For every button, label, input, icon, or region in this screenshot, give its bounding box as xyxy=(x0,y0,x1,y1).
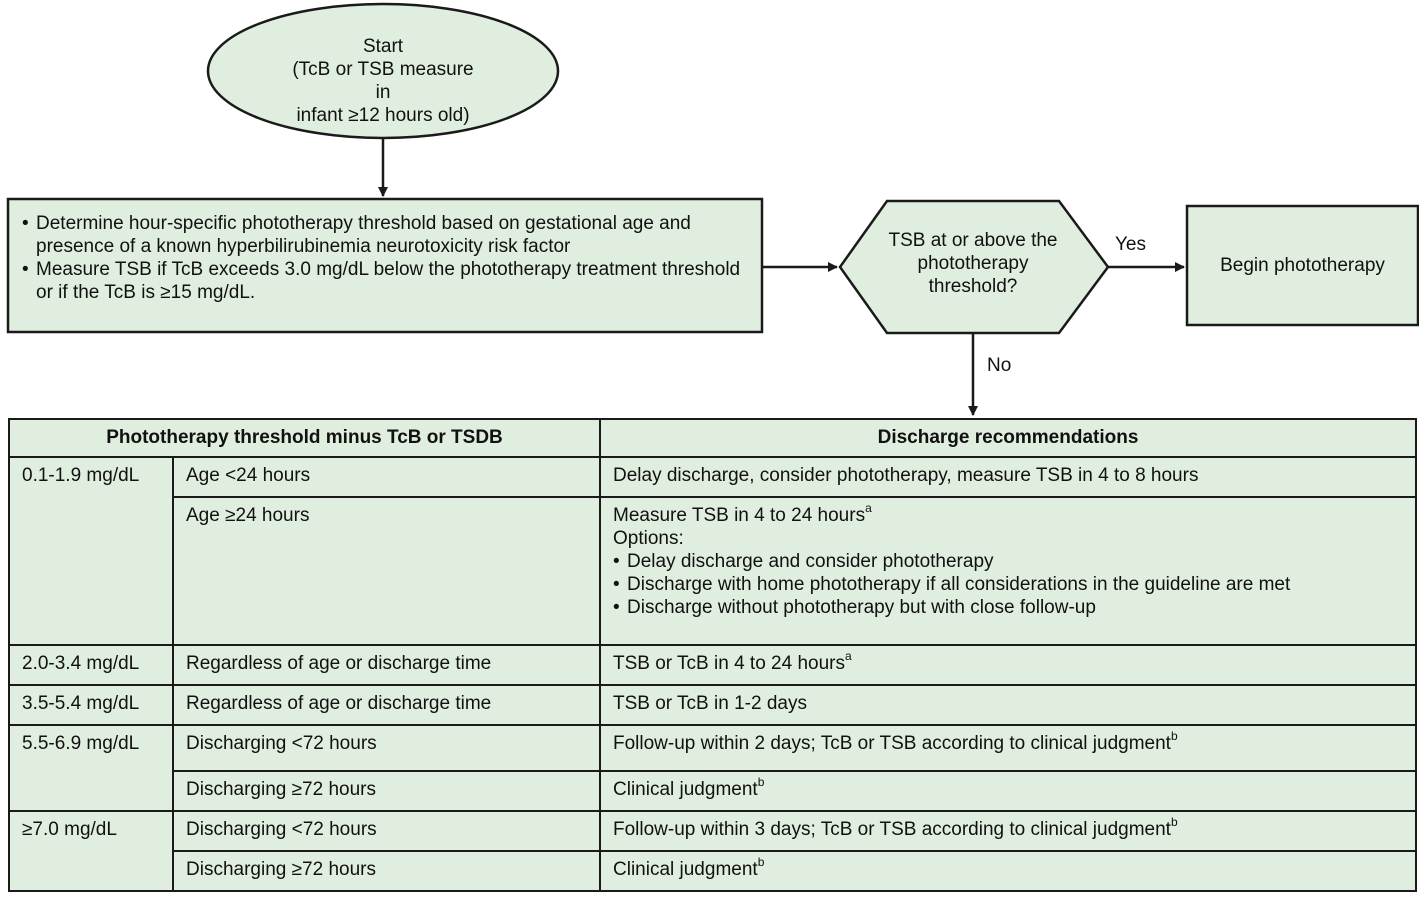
footnote-marker: b xyxy=(757,854,765,869)
bullet-icon: • xyxy=(22,213,29,234)
option-item: •Discharge with home phototherapy if all… xyxy=(613,574,1291,595)
footnote-marker: a xyxy=(865,500,872,515)
range-cell: 0.1-1.9 mg/dL xyxy=(8,456,174,646)
options-label: Options: xyxy=(613,528,684,549)
table-row: 0.1-1.9 mg/dL Age <24 hours Delay discha… xyxy=(8,456,1417,646)
recommendation-cell: TSB or TcB in 1-2 days xyxy=(599,684,1417,726)
condition-cell: Discharging <72 hours xyxy=(172,724,601,772)
table-row: Discharging ≥72 hours Clinical judgmentb xyxy=(9,850,1417,892)
recommendation-cell: Follow-up within 2 days; TcB or TSB acco… xyxy=(599,724,1417,772)
condition-cell: Age ≥24 hours xyxy=(172,496,601,646)
range-cell: 5.5-6.9 mg/dL xyxy=(8,724,174,812)
start-line2: (TcB or TSB measure in xyxy=(292,59,474,103)
footnote-marker: a xyxy=(845,648,852,663)
bullet-icon: • xyxy=(22,259,29,280)
no-label: No xyxy=(987,355,1012,376)
action-box: Begin phototherapy xyxy=(1220,255,1385,276)
flowchart-connectors xyxy=(6,2,1419,416)
bullet-icon: • xyxy=(613,597,620,618)
decision-line1: TSB at or above the xyxy=(888,230,1058,251)
option-item: •Delay discharge and consider photothera… xyxy=(613,551,994,572)
footnote-marker: b xyxy=(757,774,765,789)
condition-cell: Regardless of age or discharge time xyxy=(172,684,601,726)
decision-line3: threshold? xyxy=(928,276,1018,297)
decision-node: TSB at or above the phototherapy thresho… xyxy=(855,229,1091,298)
recommendation-cell: Measure TSB in 4 to 24 hoursa Options: •… xyxy=(599,496,1417,646)
yes-label: Yes xyxy=(1115,234,1146,255)
bullet-icon: • xyxy=(613,574,620,595)
recommendation-cell: Clinical judgmentb xyxy=(599,850,1417,892)
range-cell: 2.0-3.4 mg/dL xyxy=(8,644,174,686)
recommendation-cell: Follow-up within 3 days; TcB or TSB acco… xyxy=(599,810,1417,852)
table-row: ≥7.0 mg/dL Discharging <72 hours Follow-… xyxy=(8,810,1417,892)
action-box-shape xyxy=(1185,204,1419,327)
assessment-box: • Determine hour-specific phototherapy t… xyxy=(22,212,752,304)
assessment-bullet-1: • Determine hour-specific phototherapy t… xyxy=(22,213,691,257)
footnote-marker: b xyxy=(1170,728,1178,743)
option-item: •Discharge without phototherapy but with… xyxy=(613,597,1096,618)
table-row: Age ≥24 hours Measure TSB in 4 to 24 hou… xyxy=(9,496,1417,646)
decision-line2: phototherapy xyxy=(917,253,1029,274)
range-cell: 3.5-5.4 mg/dL xyxy=(8,684,174,726)
table-row: 3.5-5.4 mg/dL Regardless of age or disch… xyxy=(8,684,1417,726)
condition-cell: Discharging ≥72 hours xyxy=(172,850,601,892)
assessment-box-shape xyxy=(6,197,764,334)
start-line3: infant ≥12 hours old) xyxy=(296,105,470,126)
bullet-icon: • xyxy=(613,551,620,572)
header-recommendations: Discharge recommendations xyxy=(599,418,1417,458)
recommendation-cell: TSB or TcB in 4 to 24 hoursa xyxy=(599,644,1417,686)
discharge-table: Phototherapy threshold minus TcB or TSDB… xyxy=(8,418,1417,892)
start-title: Start xyxy=(362,36,404,57)
range-cell: ≥7.0 mg/dL xyxy=(8,810,174,892)
start-node: Start (TcB or TSB measure in infant ≥12 … xyxy=(283,35,483,127)
header-threshold: Phototherapy threshold minus TcB or TSDB xyxy=(8,418,601,458)
table-row: 5.5-6.9 mg/dL Discharging <72 hours Foll… xyxy=(8,724,1417,812)
condition-cell: Age <24 hours xyxy=(172,456,601,498)
recommendation-cell: Clinical judgmentb xyxy=(599,770,1417,812)
condition-cell: Regardless of age or discharge time xyxy=(172,644,601,686)
table-header-row: Phototherapy threshold minus TcB or TSDB… xyxy=(8,418,1417,458)
condition-cell: Discharging ≥72 hours xyxy=(172,770,601,812)
footnote-marker: b xyxy=(1170,814,1178,829)
table-row: Discharging ≥72 hours Clinical judgmentb xyxy=(9,770,1417,812)
recommendation-cell: Delay discharge, consider phototherapy, … xyxy=(599,456,1417,498)
assessment-bullet-2: • Measure TSB if TcB exceeds 3.0 mg/dL b… xyxy=(22,259,741,303)
rec-measure: Measure TSB in 4 to 24 hoursa xyxy=(613,500,872,526)
table-row: 2.0-3.4 mg/dL Regardless of age or disch… xyxy=(8,644,1417,686)
condition-cell: Discharging <72 hours xyxy=(172,810,601,852)
decision-hexagon-shape xyxy=(838,199,1110,335)
